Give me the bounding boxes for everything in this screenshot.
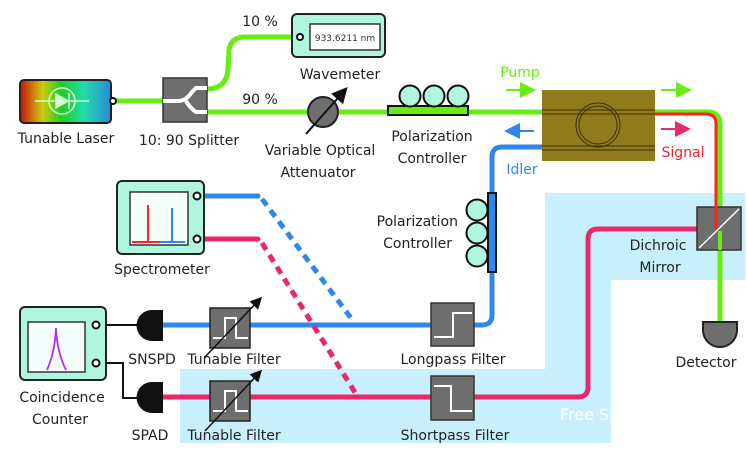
pc1-label-line1: Polarization xyxy=(391,129,472,145)
wavemeter xyxy=(291,13,386,58)
idler-peak-icon xyxy=(160,208,185,243)
tunable-filter-idler xyxy=(204,296,263,358)
tunable-filter-2-label: Tunable Filter xyxy=(186,428,281,444)
free-space-region xyxy=(180,193,745,443)
idler-dashed-path xyxy=(259,197,357,324)
shortpass-label: Shortpass Filter xyxy=(401,428,510,444)
spectrometer-label: Spectrometer xyxy=(114,262,210,278)
adjust-arrow-icon xyxy=(305,87,348,135)
spad-detector xyxy=(136,382,163,413)
pump-label: Pump xyxy=(500,65,540,81)
signal-dashed-path xyxy=(259,241,359,396)
detector-label: Detector xyxy=(675,355,736,371)
spad-label: SPAD xyxy=(132,428,169,444)
wire-spad xyxy=(96,362,138,399)
spectrometer xyxy=(116,180,205,255)
tunable-laser xyxy=(19,79,117,124)
tunable-filter-1-label: Tunable Filter xyxy=(186,352,281,368)
detector xyxy=(702,321,738,348)
pc2-label-line2: Controller xyxy=(383,236,452,252)
idler-label: Idler xyxy=(506,162,538,178)
fiber-10-percent xyxy=(204,34,303,92)
fiber-signal-out xyxy=(653,112,718,231)
dichroic-label-line1: Dichroic xyxy=(630,238,687,254)
shortpass-filter xyxy=(430,375,475,421)
free-space-label: Free Space xyxy=(560,405,648,424)
fiber-pump-out xyxy=(652,109,723,325)
tunable-filter-signal xyxy=(204,369,263,432)
wavemeter-reading: 933.6211 nm xyxy=(315,34,375,44)
tunable-laser-label: Tunable Laser xyxy=(17,131,115,147)
adjust-arrow-icon xyxy=(204,369,263,432)
coincidence-peak-icon xyxy=(46,327,67,371)
coincidence-label-line2: Counter xyxy=(32,412,88,428)
voa-label-line1: Variable Optical xyxy=(265,143,376,159)
ratio-10-label: 10 % xyxy=(242,14,278,30)
snspd-detector xyxy=(136,310,163,341)
coincidence-counter xyxy=(19,306,107,381)
wavemeter-label: Wavemeter xyxy=(300,67,381,83)
signal-label: Signal xyxy=(661,145,704,161)
pc2-label-line1: Polarization xyxy=(377,214,458,230)
longpass-filter xyxy=(430,302,475,347)
signal-peak-icon xyxy=(132,205,160,243)
beam-signal xyxy=(159,226,721,400)
microring-chip xyxy=(542,90,655,161)
adjust-arrow-icon xyxy=(204,296,263,358)
polarization-controller-2 xyxy=(465,192,497,273)
pc1-label-line2: Controller xyxy=(398,151,467,167)
polarization-controller-1 xyxy=(387,84,470,116)
longpass-label: Longpass Filter xyxy=(400,352,505,368)
laser-diode-icon xyxy=(35,87,89,115)
snspd-label: SNSPD xyxy=(128,352,175,368)
splitter xyxy=(162,77,208,123)
splitter-label: 10: 90 Splitter xyxy=(139,133,239,149)
coincidence-label-line1: Coincidence xyxy=(19,390,104,406)
dichroic-label-line2: Mirror xyxy=(639,260,680,276)
ratio-90-label: 90 % xyxy=(242,92,278,108)
dichroic-mirror xyxy=(696,200,742,251)
variable-optical-attenuator xyxy=(305,87,348,135)
voa-label-line2: Attenuator xyxy=(280,165,355,181)
